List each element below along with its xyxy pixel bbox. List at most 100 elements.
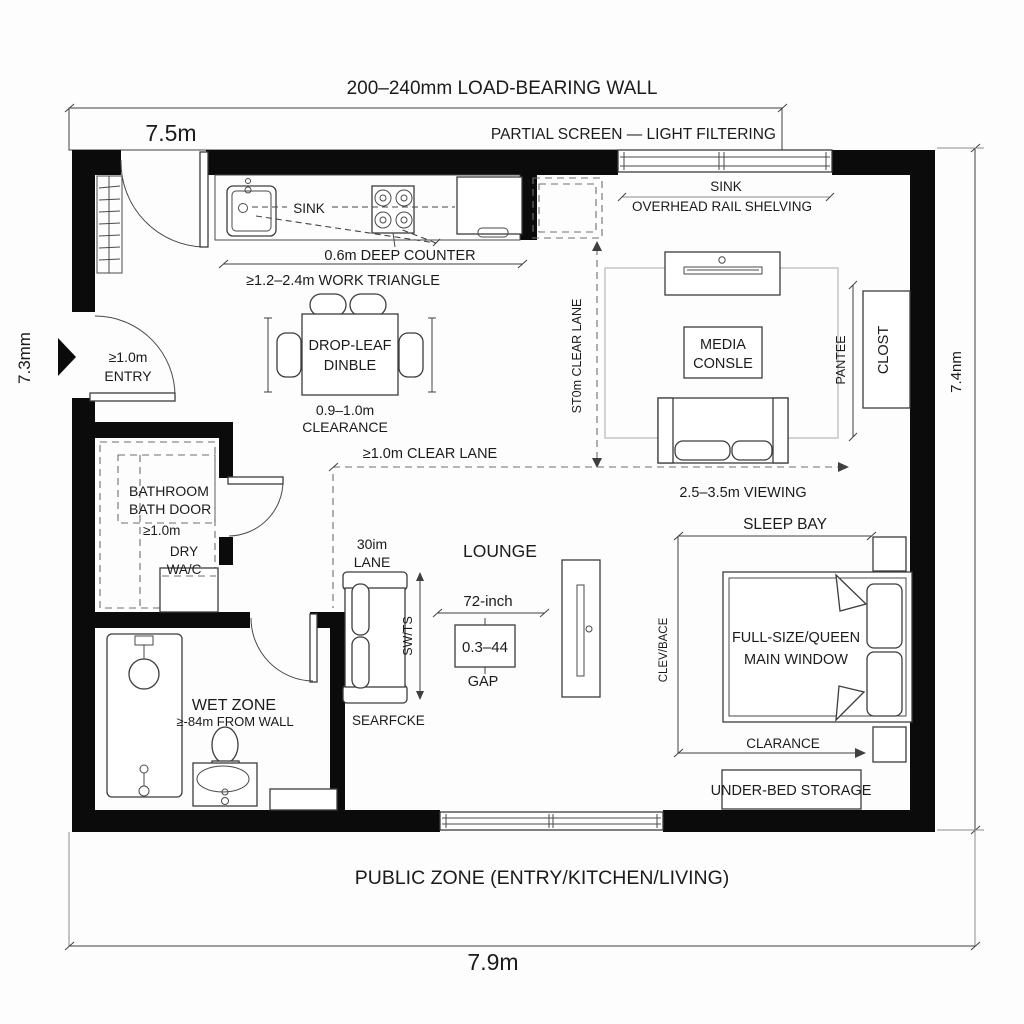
dining-table [301,313,399,396]
burner [395,211,413,229]
faucet [245,178,251,184]
door-swing-arc [94,315,176,397]
bed-label-2: MAIN WINDOW [744,652,848,668]
kitchen: SINK 0.6m DEEP COUNTER ≥1.2–2.4m WORK TR… [214,174,603,289]
bed-inner [728,577,907,717]
tick [432,608,443,618]
dining-area: DROP-LEAF DINBLE 0.9–1.0m CLEARANCE [264,293,436,435]
burner [395,189,413,207]
bathroom-label-3: ≥1.0m [143,523,180,538]
sofa-armrest [657,397,674,464]
top-dimension-box: 7.5m PARTIAL SCREEN — LIGHT FILTERING [64,103,788,151]
wet-zone-label-1: WET ZONE [192,697,276,714]
window-frame [439,811,664,831]
wall-top-mid [206,150,618,175]
gap-value: 0.3–44 [462,639,508,656]
entry-rack-hatch [98,222,121,225]
sleep-clearance-label: CLARANCE [746,736,820,751]
wet-zone-label-2: ≥-84m FROM WALL [176,714,293,729]
dining-clearance-2: CLEARANCE [302,419,388,435]
work-triangle-label: ≥1.2–2.4m WORK TRIANGLE [246,273,440,289]
bathroom: BATHROOM BATH DOOR ≥1.0m DRY WA/C [99,441,219,613]
entry-arrow [58,338,76,376]
public-zone-label: PUBLIC ZONE (ENTRY/KITCHEN/LIVING) [355,867,730,889]
wetzone-wall-right [330,612,345,830]
plan-title: 200–240mm LOAD-BEARING WALL [347,78,658,99]
living-area: MEDIA CONSLE PANTEE CLOST ST0m CLEAR LAN… [328,241,911,501]
closet [862,290,911,409]
door-leaf [309,613,318,683]
burner-center [379,216,387,224]
bathroom-label-1: BATHROOM [129,483,209,499]
window-bottom [439,811,664,831]
entry-label: ENTRY [104,368,152,384]
tv-panel [561,559,601,698]
top-width-label: 7.5m [145,120,196,146]
tick [825,192,835,202]
tick [539,608,550,618]
lounge-cushion [351,583,370,636]
overhead-shelving: SINK OVERHEAD RAIL SHELVING [617,179,835,214]
threshold [269,788,338,811]
dining-clearance-1: 0.9–1.0m [316,402,374,418]
door-swing-arc [250,617,314,682]
stove-knob [392,232,396,248]
bathroom-wall-right-upper [219,438,233,478]
door-wetzone [250,613,318,683]
chair [349,293,387,317]
bottom-dimension: 7.9m [64,830,981,975]
door-swing-arc [228,480,284,537]
tick [848,432,858,442]
stove [371,185,415,234]
wet-zone: WET ZONE ≥-84m FROM WALL [106,633,338,811]
blanket-fold [835,685,866,722]
sink-drain [238,203,248,213]
vanity-drain [221,788,229,796]
burner-center [400,194,408,202]
bathroom-wall-right-lower [219,537,233,565]
dining-name-2: DINBLE [324,358,377,374]
sleep-bay-label: SLEEP BAY [743,516,827,533]
wall-right [910,150,935,830]
shelf-sub: OVERHEAD RAIL SHELVING [632,199,812,214]
seat-label: SEARFCKE [352,713,425,728]
wall-left-lower [72,398,95,830]
sofa-armrest [772,397,789,464]
fridge [456,176,523,235]
wetzone-wall-top [95,612,250,628]
sleep-side-dim: CLEV/BACE [658,617,670,682]
door-top-entry [120,151,209,248]
entry-rack-hatch [98,185,121,189]
wet-vanity-basin [196,765,250,793]
door-left-entry [89,315,176,402]
sofa-cushion [731,440,773,461]
kitchen-sink [226,185,277,237]
wall-bottom-left [72,810,440,832]
chair [309,293,347,317]
entry-rack-hatch [98,258,121,261]
tick [777,103,788,113]
dining-name-1: DROP-LEAF [309,338,392,354]
gap-label: GAP [468,674,499,690]
wall-bottom-right [663,810,935,832]
window-top [617,149,833,173]
tick [64,941,75,951]
door-leaf [199,151,209,248]
kitchen-sink-label: SINK [293,201,325,216]
entry-rack-hatch [98,198,121,201]
lounge-cushion [351,636,370,689]
vanity-drain [221,797,229,805]
right-dim-label: 7.4nm [948,351,965,393]
entry-clearance-label: ≥1.0m [109,349,148,365]
bathroom-label-2: BATH DOOR [129,501,211,517]
chair [398,332,424,378]
tv-panel-knob [585,625,593,633]
tv-panel-screen [576,584,585,677]
kitchen-sink-basin [231,190,272,232]
appliance-dashed-inner [538,183,597,233]
lounge-sofa-arm [342,684,408,704]
work-triangle-line [399,228,437,244]
interior-walls [95,422,345,830]
tick [517,259,528,269]
